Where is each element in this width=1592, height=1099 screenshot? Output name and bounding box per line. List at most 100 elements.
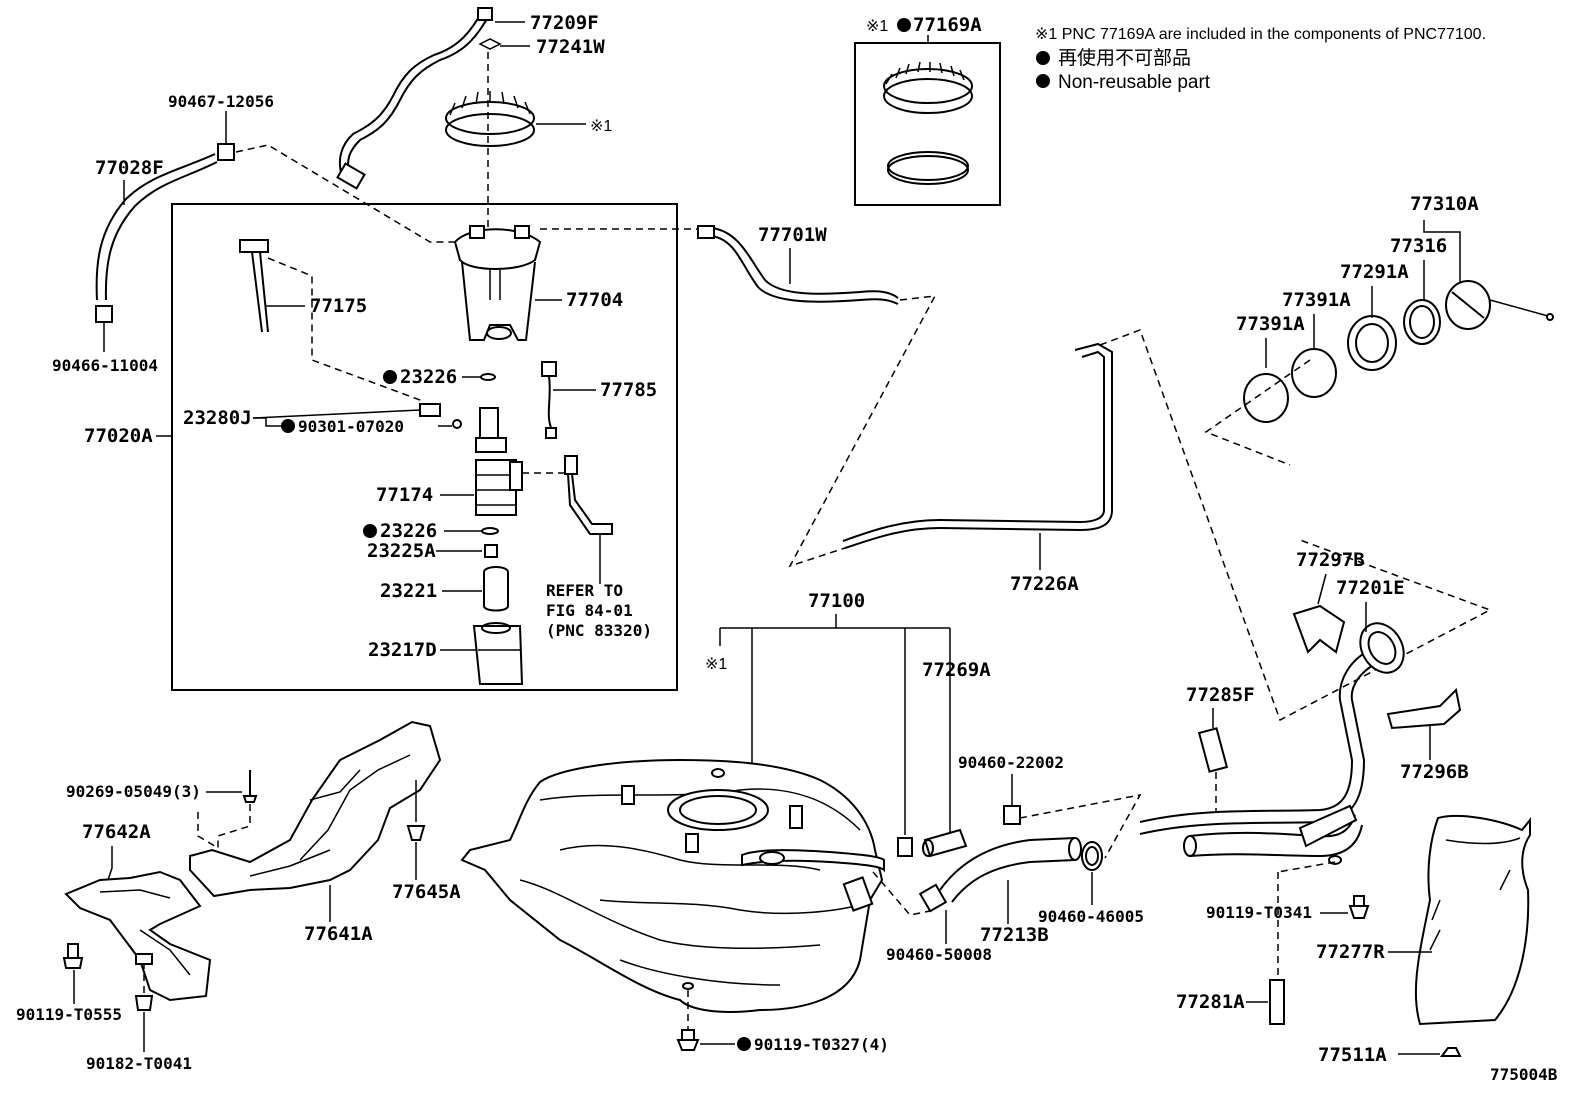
label-90182-t0041: 90182-T0041: [86, 1054, 192, 1073]
label-77174: 77174: [376, 484, 433, 506]
retainer-ring-top-icon: [445, 91, 535, 147]
o-ring-90301-icon: [452, 419, 462, 429]
filler-ring-77291a-icon: [1347, 315, 1397, 371]
label-23280j: 23280J: [183, 407, 252, 429]
label-23226-bottom: 23226: [380, 520, 437, 542]
seal-77391a-2-icon: [1291, 348, 1337, 398]
non-reusable-dot-90119-t0327: [737, 1037, 751, 1051]
tank-note-marker: ※1: [705, 656, 727, 673]
non-reusable-dot-90301: [281, 419, 295, 433]
clamp-90466-icon: [95, 305, 113, 323]
ref-line-1: REFER TO: [546, 581, 623, 600]
label-90269-05049: 90269-05049(3): [66, 782, 201, 801]
bracket-77285f-icon: [1197, 727, 1229, 773]
clamp-90467-icon: [217, 143, 235, 161]
label-77213b: 77213B: [980, 924, 1049, 946]
label-77785: 77785: [600, 379, 657, 401]
bracket-77296b-icon: [1386, 687, 1462, 730]
clamp-90460-50008-icon: [918, 883, 948, 913]
hose-77028f-icon: [95, 153, 216, 301]
label-77701w: 77701W: [758, 224, 827, 246]
label-77281a: 77281A: [1176, 991, 1245, 1013]
label-23226-top: 23226: [400, 366, 457, 388]
bolt-90182-t0041-icon: [134, 953, 154, 1011]
label-90467-12056: 90467-12056: [168, 92, 274, 111]
label-77391a-1: 77391A: [1236, 313, 1305, 335]
label-90466-11004: 90466-11004: [52, 356, 158, 375]
sender-arm-icon: [564, 455, 613, 535]
label-90460-46005: 90460-46005: [1038, 907, 1144, 926]
non-reusable-dot-23226b: [363, 524, 377, 538]
fuel-sender-gauge-icon: [239, 239, 269, 333]
label-77028f: 77028F: [95, 157, 164, 179]
label-90119-t0327: 90119-T0327(4): [754, 1035, 889, 1054]
retainer-ring-icon: [883, 61, 973, 114]
label-77310a: 77310A: [1410, 193, 1479, 215]
seal-77391a-1-icon: [1243, 373, 1289, 423]
label-77645a: 77645A: [392, 881, 461, 903]
clamp-90460-22002-icon: [1003, 805, 1021, 825]
clip-77645a-icon: [406, 825, 426, 841]
clamp-90460-46005-icon: [1081, 841, 1103, 871]
label-23217d: 23217D: [368, 639, 437, 661]
fuel-pump-assembly-box: [171, 203, 678, 691]
diagram-id: 775004B: [1490, 1065, 1558, 1084]
label-77704: 77704: [566, 289, 623, 311]
insulator-77642a-icon: [64, 870, 212, 1002]
label-77269a: 77269A: [922, 659, 991, 681]
label-90460-22002: 90460-22002: [958, 753, 1064, 772]
label-77391a-2: 77391A: [1282, 289, 1351, 311]
label-77297b: 77297B: [1296, 549, 1365, 571]
hose-77209f-icon: [347, 13, 491, 176]
label-90301-07020: 90301-07020: [298, 417, 404, 436]
ref-line-3: (PNC 83320): [546, 621, 652, 640]
non-reusable-bullet-jp: [1036, 51, 1050, 65]
label-77641a: 77641A: [304, 923, 373, 945]
fuel-tank-77100-icon: [460, 758, 885, 1013]
pump-motor-23221-icon: [483, 566, 509, 612]
clip-77511a-icon: [1440, 1047, 1462, 1057]
label-77642a: 77642A: [82, 821, 151, 843]
label-77296b: 77296B: [1400, 761, 1469, 783]
label-77100: 77100: [808, 590, 865, 612]
protector-77277r-icon: [1414, 814, 1531, 1026]
wire-harness-77785-icon: [541, 361, 557, 439]
gasket-77316-icon: [1403, 299, 1441, 345]
non-reusable-dot-23226a: [383, 370, 397, 384]
label-77020a: 77020A: [84, 425, 153, 447]
note-non-reusable-en: Non-reusable part: [1058, 72, 1211, 93]
label-77169a: 77169A: [913, 14, 982, 36]
filter-23225a-icon: [484, 544, 498, 558]
kit-note-marker: ※1: [866, 18, 888, 35]
label-23225a: 23225A: [367, 540, 436, 562]
fuel-pump-77174-icon: [475, 407, 523, 516]
note-non-reusable-jp: 再使用不可部品: [1058, 47, 1191, 69]
filter-23217d-icon: [472, 622, 524, 685]
label-90119-t0341: 90119-T0341: [1206, 903, 1312, 922]
non-reusable-dot-77169a: [897, 18, 911, 32]
label-77226a: 77226A: [1010, 573, 1079, 595]
o-ring-23226a-icon: [480, 373, 496, 381]
label-90119-t0555: 90119-T0555: [16, 1005, 122, 1024]
bracket-77297b-icon: [1292, 604, 1346, 654]
label-77511a: 77511A: [1318, 1044, 1387, 1066]
o-ring-23226b-icon: [481, 527, 499, 535]
label-77285f: 77285F: [1186, 684, 1255, 706]
regulator-23280j-icon: [419, 403, 441, 417]
ref-line-2: FIG 84-01: [546, 601, 633, 620]
label-77316: 77316: [1390, 235, 1447, 257]
fuel-pump-flange-icon: [453, 225, 542, 341]
ring-note-marker: ※1: [590, 118, 612, 135]
label-77291a: 77291A: [1340, 261, 1409, 283]
filler-pipe-77201e-icon: [1139, 622, 1405, 858]
tube-77226a-icon: [842, 342, 1113, 549]
damper-77281a-icon: [1269, 979, 1285, 1025]
note-included: ※1 PNC 77169A are included in the compon…: [1035, 26, 1486, 43]
non-reusable-bullet-en: [1036, 74, 1050, 88]
hose-77701w-icon: [697, 225, 899, 305]
nut-90119-t0555-icon: [62, 943, 84, 969]
gasket-ring-icon: [887, 151, 969, 185]
label-77201e: 77201E: [1336, 577, 1405, 599]
label-23221: 23221: [380, 580, 437, 602]
